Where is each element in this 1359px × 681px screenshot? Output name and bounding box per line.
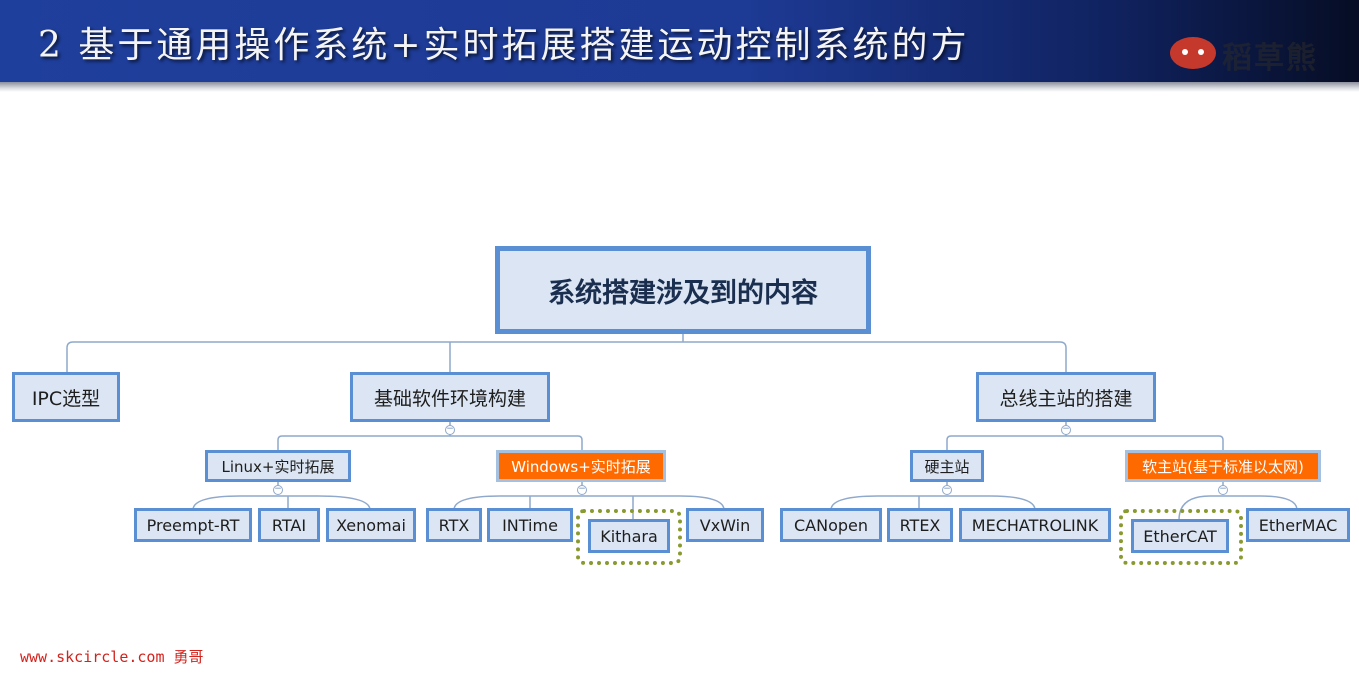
root-node: 系统搭建涉及到的内容 <box>495 246 871 334</box>
node-canopen: CANopen <box>780 508 882 542</box>
node-windows-rt: Windows+实时拓展 <box>496 450 666 482</box>
node-rtx: RTX <box>426 508 482 542</box>
node-ipc-selection: IPC选型 <box>12 372 120 422</box>
collapse-bus-icon[interactable]: − <box>1061 424 1071 435</box>
node-ethercat: EtherCAT <box>1131 519 1229 553</box>
collapse-hard-icon[interactable]: − <box>942 484 952 495</box>
logo-icon <box>1170 37 1216 69</box>
node-software-environment: 基础软件环境构建 <box>350 372 550 422</box>
node-mechatrolink: MECHATROLINK <box>959 508 1111 542</box>
logo-text: 稻草熊 <box>1222 41 1318 76</box>
node-xenomai: Xenomai <box>326 508 416 542</box>
node-rtex: RTEX <box>887 508 953 542</box>
node-kithara: Kithara <box>588 519 670 553</box>
collapse-windows-icon[interactable]: − <box>577 484 587 495</box>
watermark-text: www.skcircle.com 勇哥 <box>20 648 204 666</box>
collapse-soft-icon[interactable]: − <box>1218 484 1228 495</box>
collapse-software-icon[interactable]: − <box>445 424 455 435</box>
node-preempt-rt: Preempt-RT <box>134 508 252 542</box>
title-bar-shadow <box>0 82 1359 92</box>
title-bar: 2 基于通用操作系统+实时拓展搭建运动控制系统的方 稻草熊 <box>0 0 1359 82</box>
node-hard-master: 硬主站 <box>910 450 984 482</box>
collapse-linux-icon[interactable]: − <box>273 484 283 495</box>
node-soft-master: 软主站(基于标准以太网) <box>1125 450 1321 482</box>
node-linux-rt: Linux+实时拓展 <box>205 450 351 482</box>
logo: 稻草熊 <box>1170 33 1350 76</box>
node-ethermac: EtherMAC <box>1246 508 1350 542</box>
node-rtai: RTAI <box>258 508 320 542</box>
ethercat-highlight-outline <box>1119 509 1243 565</box>
slide-title: 2 基于通用操作系统+实时拓展搭建运动控制系统的方 <box>38 25 970 66</box>
node-intime: INTime <box>487 508 573 542</box>
kithara-highlight-outline <box>576 509 682 565</box>
node-vxwin: VxWin <box>686 508 764 542</box>
node-bus-master: 总线主站的搭建 <box>976 372 1156 422</box>
